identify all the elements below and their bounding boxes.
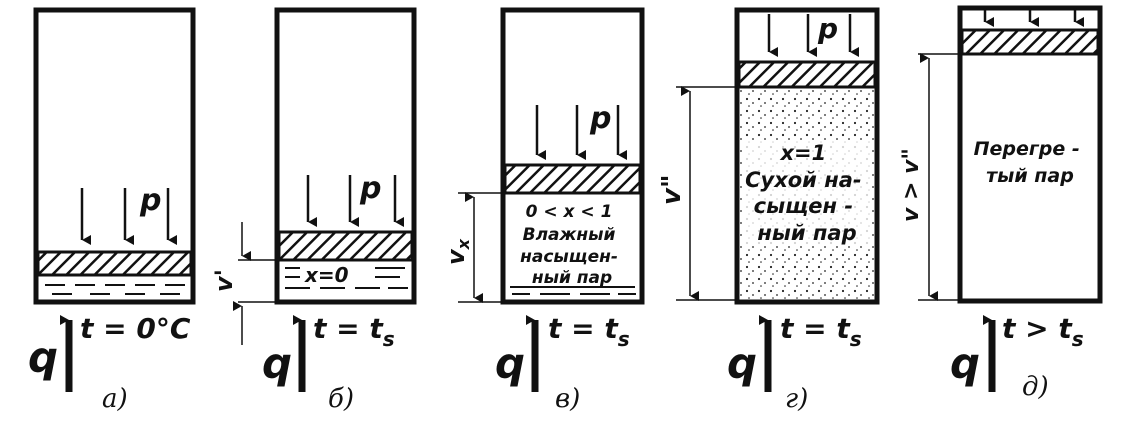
temperature-a: t = 0°C [80, 312, 191, 345]
piston-b [277, 230, 414, 262]
panel-d: Перегре - тый пар v > v" q t > ts д) [899, 5, 1103, 402]
state-g: x=1 Сухой на- сыщен - ный пар [745, 141, 869, 245]
pressure-label-g: p [817, 12, 838, 45]
pressure-arrows-g [767, 14, 859, 57]
piston-g [737, 60, 877, 89]
cylinder-b [274, 7, 417, 305]
heat-label-a: q [28, 333, 58, 382]
temperature-v: t = ts [548, 312, 630, 351]
heat-label-g: q [727, 339, 757, 388]
volume-dim-b [233, 222, 277, 345]
state-d: Перегре - тый пар [974, 138, 1087, 187]
pressure-label-v: p [589, 101, 611, 136]
cylinder-a [33, 7, 196, 305]
volume-label-d: v > v" [899, 148, 924, 222]
pressure-label-a: p [139, 183, 161, 218]
volume-dim-g [676, 86, 737, 301]
caption-g: г) [785, 384, 808, 414]
panel-a: p q t = 0°C а) [28, 7, 196, 414]
caption-d: д) [1022, 372, 1049, 402]
panel-v: 0 < x < 1 Влажный насыщен- ный пар p vx … [442, 7, 645, 414]
liquid-layer-v [510, 286, 636, 295]
state-v: 0 < x < 1 Влажный насыщен- ный пар [520, 202, 624, 288]
pressure-arrows-d [983, 8, 1084, 27]
pressure-arrows-a [80, 188, 177, 245]
heat-label-v: q [495, 339, 525, 388]
heat-label-b: q [262, 339, 292, 388]
volume-label-b: v' [210, 269, 238, 292]
temperature-d: t > ts [1002, 312, 1084, 351]
volume-dim-v [458, 192, 503, 303]
liquid-dashes-a [45, 284, 185, 295]
caption-v: в) [555, 384, 580, 414]
piston-v [503, 163, 642, 195]
state-b: x=0 [304, 263, 349, 287]
volume-label-v: vx [442, 238, 473, 265]
cylinder-v [500, 7, 645, 305]
volume-label-g: v" [657, 175, 687, 206]
liquid-dashes-b [285, 267, 408, 289]
pressure-label-b: p [359, 171, 381, 206]
caption-a: а) [102, 384, 128, 414]
temperature-b: t = ts [313, 312, 395, 351]
volume-dim-d [918, 53, 960, 301]
cylinder-g [734, 7, 880, 305]
state-backdrop-g [743, 140, 871, 246]
pressure-arrows-v [535, 105, 627, 160]
piston-d [960, 28, 1100, 56]
piston-a [36, 250, 193, 277]
panel-b: x=0 p v' q t = ts б) [210, 7, 417, 414]
pressure-arrows-b [306, 175, 404, 227]
heat-label-d: q [950, 339, 980, 388]
temperature-g: t = ts [780, 312, 862, 351]
panel-g: x=1 Сухой на- сыщен - ный пар p v" q t =… [657, 7, 880, 414]
caption-b: б) [328, 384, 354, 414]
